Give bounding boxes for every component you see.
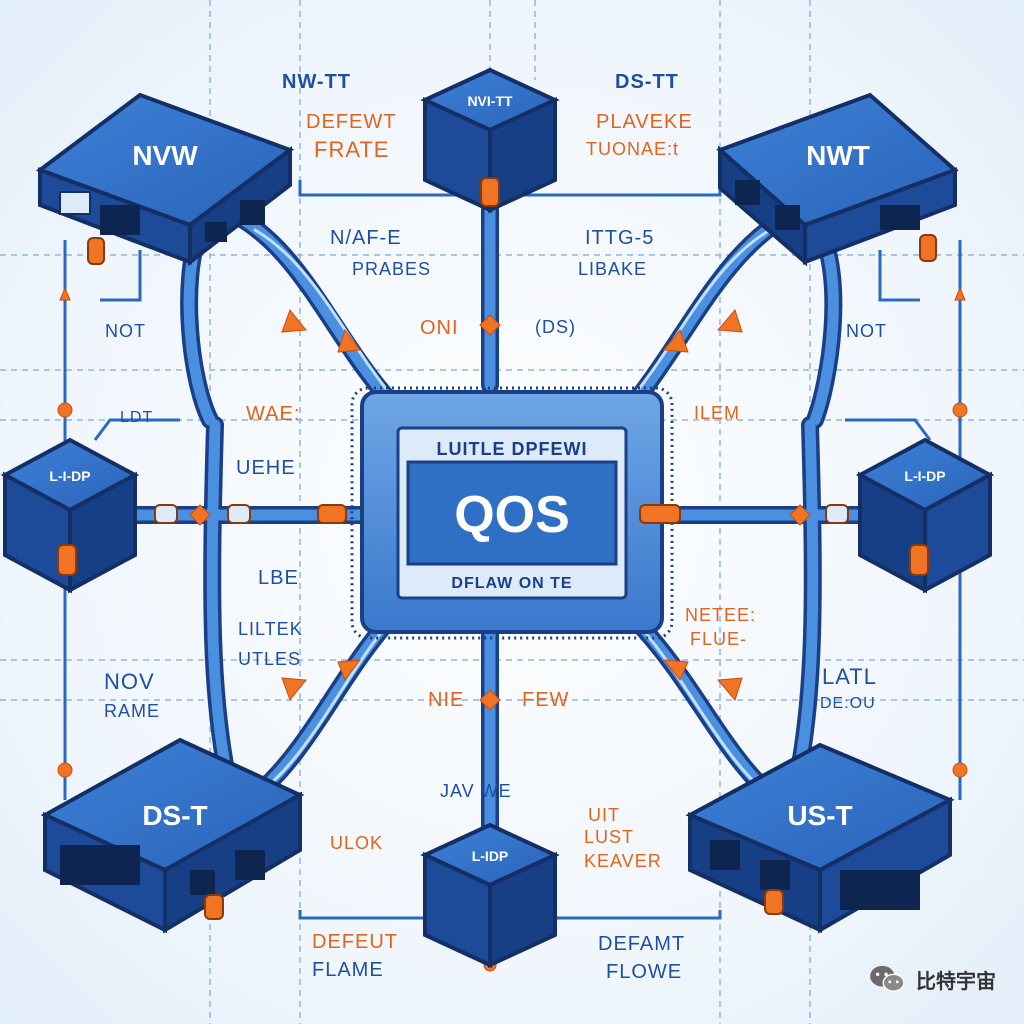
- label-utles: UTLES: [238, 649, 302, 669]
- device-bottom-right-label: US-T: [787, 800, 852, 831]
- label-tuonae: TUONAE:t: [586, 139, 680, 159]
- label-plaveke: PLAVEKE: [596, 111, 693, 133]
- label-ds-tt: DS-TT: [615, 71, 679, 93]
- label-nafe: N/AF-E: [330, 227, 402, 249]
- label-ilem: ILEM: [694, 403, 741, 423]
- port-markers: [87, 234, 937, 920]
- label-wae: WAE:: [246, 403, 301, 425]
- label-not-right: NOT: [846, 321, 887, 341]
- label-latl: LATL: [822, 664, 877, 689]
- label-nov: NOV: [104, 669, 155, 694]
- label-oni: ONI: [420, 317, 459, 339]
- label-ds-symbol: (DS): [535, 317, 576, 337]
- flow-arrows: [57, 286, 968, 972]
- device-left-mid-label: L-I-DP: [49, 468, 90, 484]
- device-top-right-label: NWT: [806, 140, 870, 171]
- label-lust: LUST: [584, 827, 635, 847]
- device-bottom-left[interactable]: DS-T: [40, 737, 305, 934]
- label-flue: FLUE-: [690, 629, 748, 649]
- watermark: 比特宇宙: [868, 964, 996, 994]
- label-keaver: KEAVER: [584, 851, 662, 871]
- label-prabes: PRABES: [352, 259, 432, 279]
- watermark-text: 比特宇宙: [916, 968, 996, 993]
- device-bottom-center[interactable]: L-IDP: [420, 822, 560, 969]
- label-rame: RAME: [104, 701, 161, 721]
- label-flowe: FLOWE: [606, 961, 683, 983]
- device-right-mid-label: L-I-DP: [904, 468, 945, 484]
- qos-chip-main-text: QOS: [454, 486, 570, 544]
- label-nw-tt: NW-TT: [282, 71, 352, 93]
- label-libake: LIBAKE: [578, 259, 648, 279]
- device-bottom-center-label: L-IDP: [472, 848, 509, 864]
- label-ulok: ULOK: [330, 833, 384, 853]
- label-jav-we: JAV WE: [440, 781, 512, 801]
- label-liltek: LILTEK: [238, 619, 303, 639]
- label-uehe: UEHE: [236, 457, 296, 479]
- label-deou: DE:OU: [820, 695, 876, 712]
- device-top-left-label: NVW: [132, 140, 198, 171]
- device-top-right[interactable]: NWT: [716, 92, 959, 267]
- label-few: FEW: [522, 689, 570, 711]
- label-neteef: NETEE:: [685, 605, 757, 625]
- device-bottom-right[interactable]: US-T: [685, 742, 955, 934]
- label-nie: NIE: [428, 689, 465, 711]
- label-defewt: DEFEWT: [306, 111, 397, 133]
- wechat-icon: [870, 965, 905, 992]
- label-flame: FLAME: [312, 959, 384, 981]
- label-lbe: LBE: [258, 567, 299, 589]
- label-uit: UIT: [588, 805, 620, 825]
- device-top-center[interactable]: NVI-TT: [420, 67, 560, 214]
- label-defeut: DEFEUT: [312, 931, 398, 953]
- qos-chip-top-text: LUITLE DPFEWI: [437, 439, 588, 459]
- device-left-mid[interactable]: L-I-DP: [0, 437, 140, 594]
- qos-chip[interactable]: LUITLE DPFEWI QOS DFLAW ON TE: [350, 386, 674, 640]
- device-right-mid[interactable]: L-I-DP: [855, 437, 995, 594]
- label-itg5: ITTG-5: [585, 227, 655, 249]
- device-top-left[interactable]: NVW: [35, 92, 295, 267]
- qos-chip-bottom-text: DFLAW ON TE: [451, 575, 572, 592]
- device-top-center-label: NVI-TT: [467, 93, 513, 109]
- label-ldt: LDT: [120, 409, 154, 426]
- label-defamt: DEFAMT: [598, 933, 686, 955]
- device-bottom-left-label: DS-T: [142, 800, 207, 831]
- label-not-left: NOT: [105, 321, 146, 341]
- label-frate: FRATE: [314, 137, 390, 162]
